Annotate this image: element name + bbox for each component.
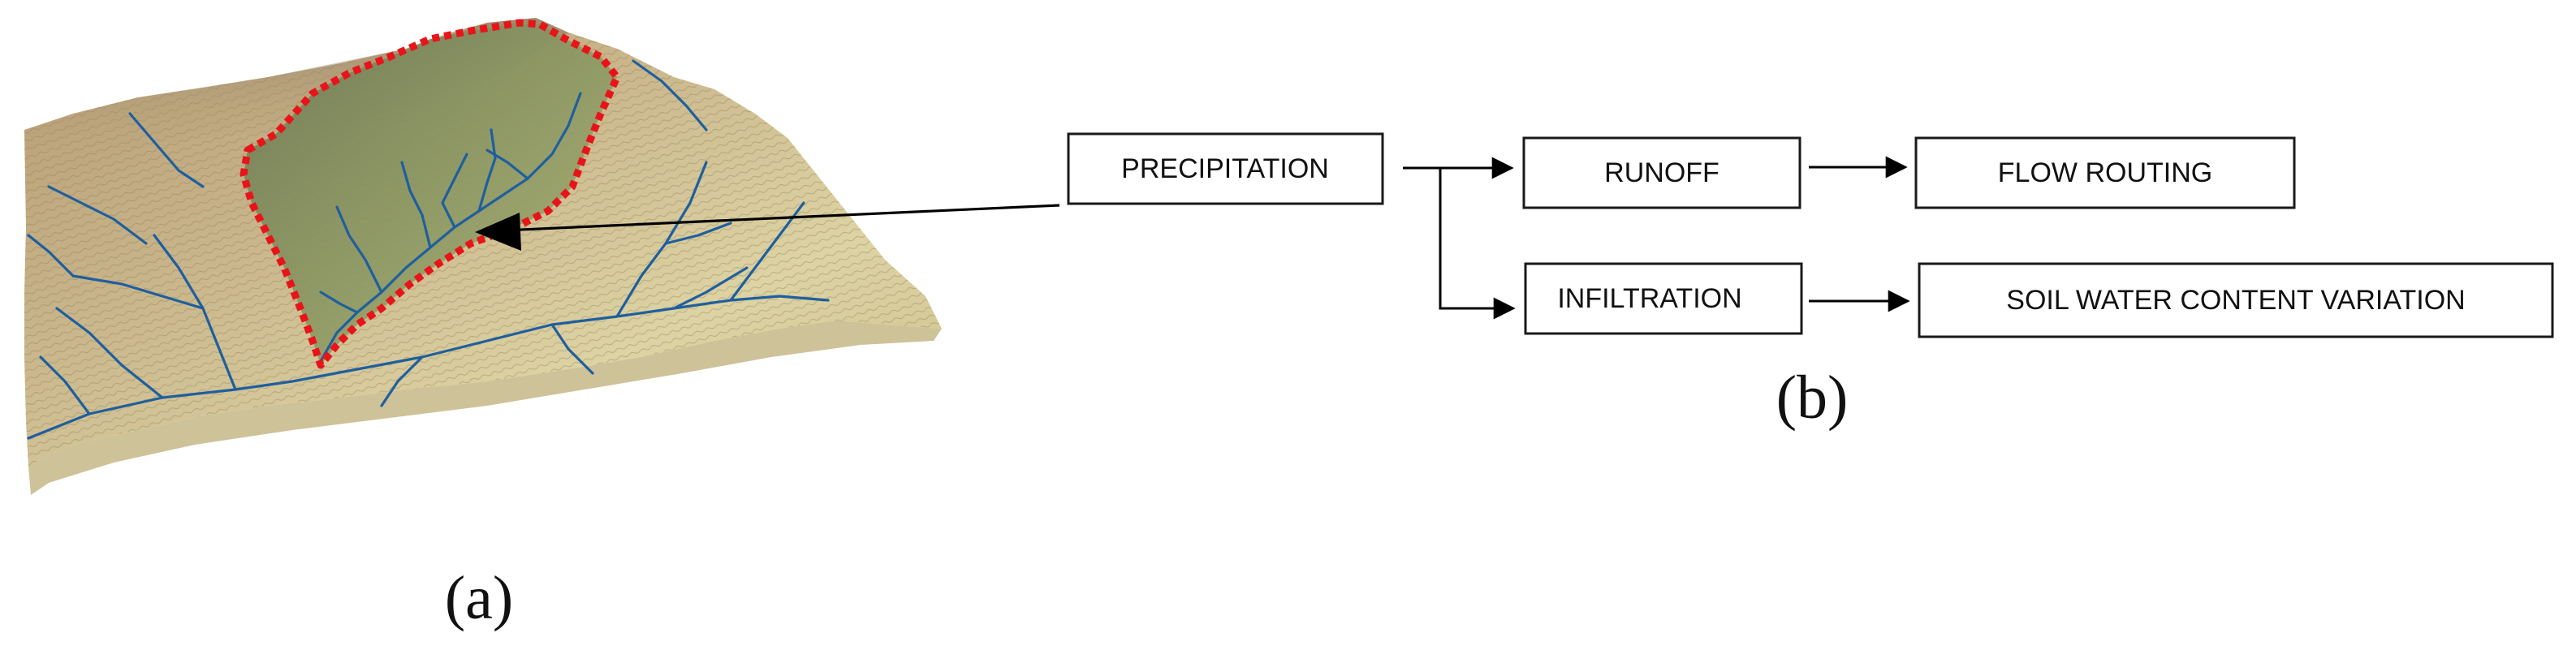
river-trib-5 bbox=[441, 153, 468, 229]
box-soil-water-label: SOIL WATER CONTENT VARIATION bbox=[2006, 285, 2465, 316]
river-trib-4 bbox=[485, 149, 529, 180]
river-main-valley bbox=[27, 295, 830, 440]
river-south-2 bbox=[550, 323, 594, 375]
box-infiltration-label: INFILTRATION bbox=[1557, 283, 1741, 314]
river-network bbox=[27, 59, 830, 440]
box-runoff: RUNOFF bbox=[1522, 136, 1801, 209]
arrow-precipitation-to-infiltration bbox=[1439, 168, 1516, 320]
river-west-6 bbox=[47, 185, 148, 245]
river-east-3 bbox=[672, 266, 749, 310]
panel-b-label: (b) bbox=[1776, 364, 1849, 432]
river-west-4 bbox=[71, 274, 205, 310]
panel-b-flowchart: PRECIPITATION RUNOFF FLOW ROUTING INFILT… bbox=[1067, 132, 2554, 338]
river-trib-1 bbox=[335, 205, 383, 294]
river-west-5 bbox=[128, 112, 205, 188]
panel-a-label: (a) bbox=[445, 564, 513, 632]
watershed-arrow-head bbox=[475, 213, 521, 251]
river-east-5 bbox=[632, 59, 708, 131]
river-east-4 bbox=[664, 222, 732, 245]
river-west-7 bbox=[27, 234, 75, 278]
river-west-2 bbox=[55, 307, 164, 399]
panel-a-terrain-map bbox=[24, 18, 942, 495]
watershed-area bbox=[244, 23, 617, 365]
box-runoff-label: RUNOFF bbox=[1604, 157, 1719, 188]
precipitation-to-watershed-arrow bbox=[483, 204, 1060, 236]
terrain-front-face bbox=[28, 321, 942, 495]
river-trib-3 bbox=[477, 128, 497, 213]
box-precipitation: PRECIPITATION bbox=[1067, 132, 1384, 205]
box-infiltration: INFILTRATION bbox=[1524, 262, 1803, 335]
river-trib-6 bbox=[319, 291, 359, 314]
river-east-2 bbox=[729, 201, 805, 302]
box-precipitation-label: PRECIPITATION bbox=[1121, 153, 1329, 184]
box-flow-routing: FLOW ROUTING bbox=[1914, 136, 2296, 209]
box-flow-routing-label: FLOW ROUTING bbox=[1998, 157, 2212, 188]
river-trib-2 bbox=[400, 161, 432, 249]
river-west-3 bbox=[39, 355, 91, 415]
box-soil-water-content-variation: SOIL WATER CONTENT VARIATION bbox=[1918, 262, 2554, 338]
watershed-boundary bbox=[239, 19, 621, 369]
river-south-1 bbox=[380, 355, 424, 407]
